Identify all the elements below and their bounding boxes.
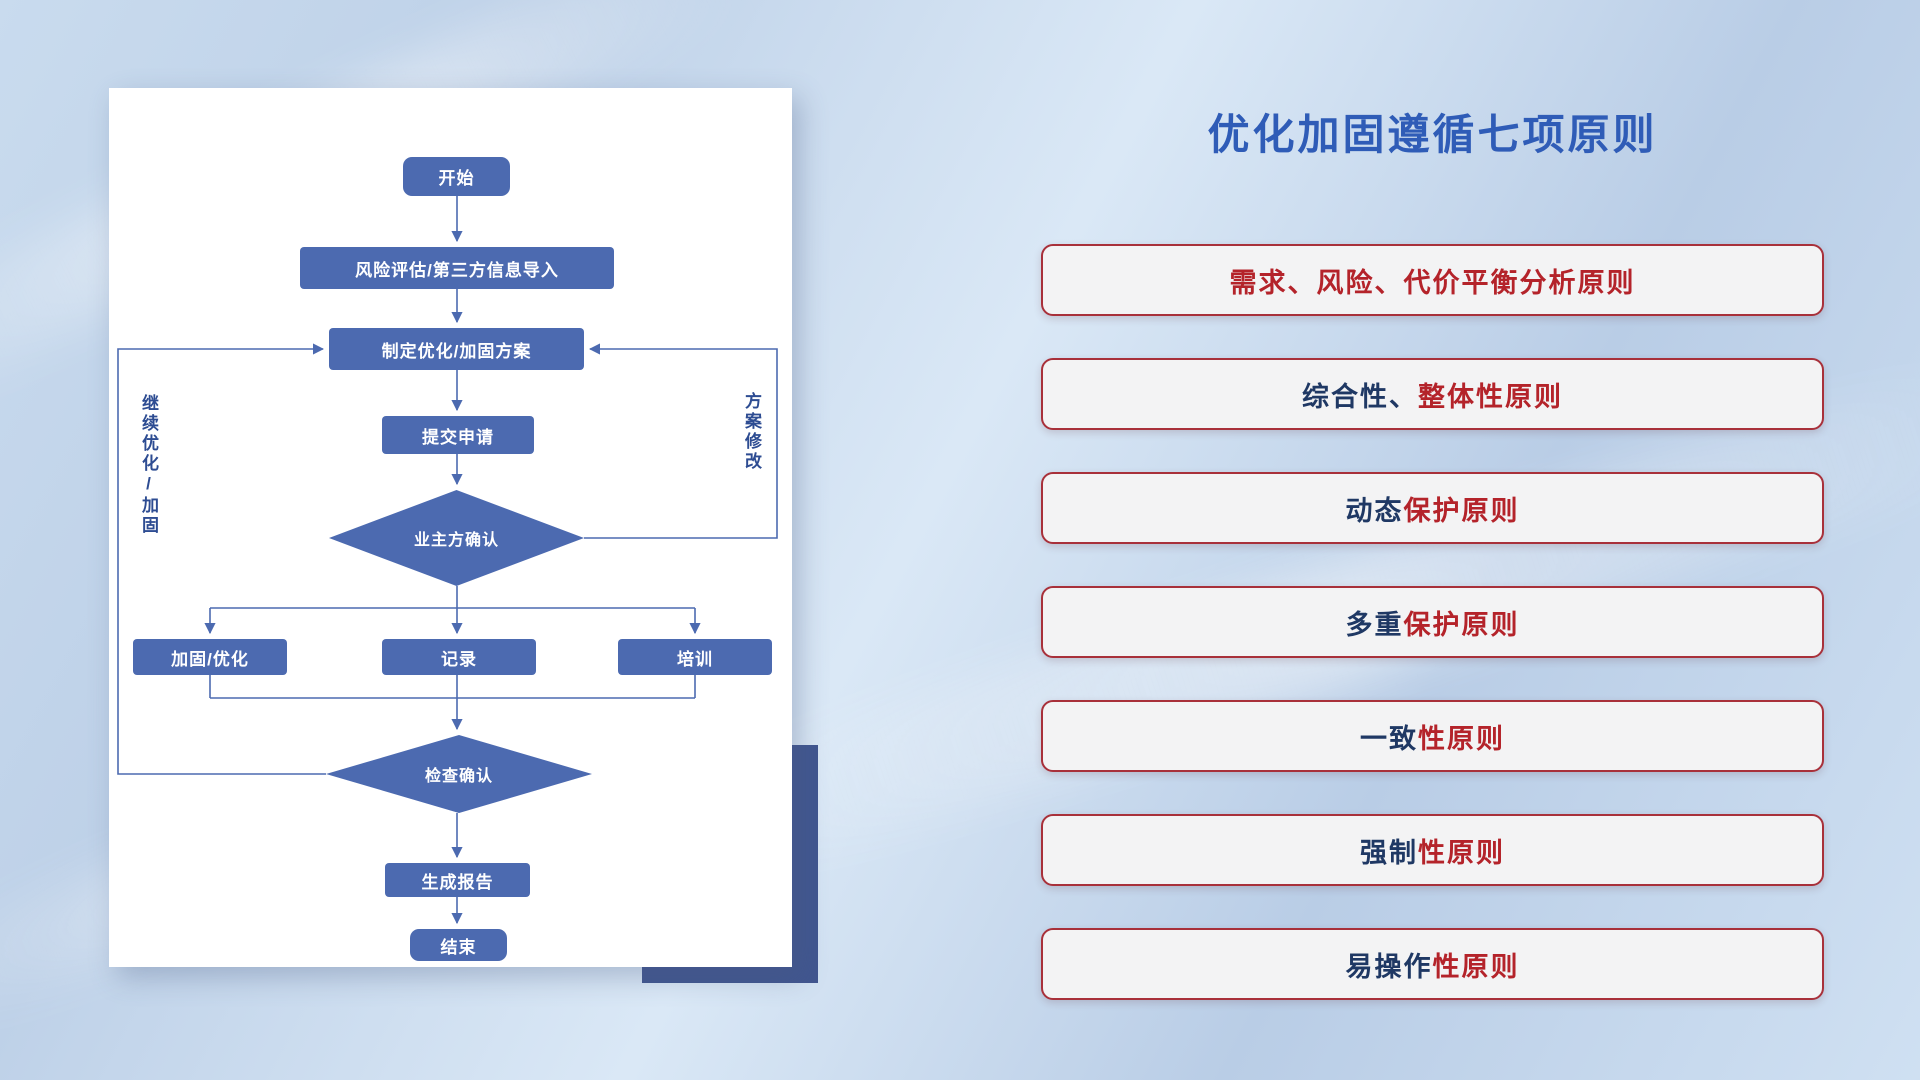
principle-text-segment: 一致 [1360,723,1418,754]
principle-item: 综合性、整体性原则 [1041,358,1824,430]
flow-node-start: 开始 [403,157,510,196]
principle-text-segment: 性原则 [1418,837,1505,868]
principles-list: 需求、风险、代价平衡分析原则综合性、整体性原则动态保护原则多重保护原则一致性原则… [1041,244,1824,1000]
flow-node-submit: 提交申请 [382,416,534,454]
principle-text-segment: 整体性原则 [1418,381,1563,412]
flow-node-end: 结束 [410,929,507,961]
principle-item: 强制性原则 [1041,814,1824,886]
principle-text-segment: 性原则 [1432,951,1520,982]
flow-node-training: 培训 [618,639,772,675]
flow-connectors [117,196,778,925]
principle-text-segment: 强制 [1360,837,1418,868]
principles-panel: 优化加固遵循七项原则 需求、风险、代价平衡分析原则综合性、整体性原则动态保护原则… [1041,112,1824,1000]
principle-text-segment: 动态 [1345,495,1404,526]
principle-item: 一致性原则 [1041,700,1824,772]
principle-text-segment: 易操作 [1345,951,1433,982]
principle-item: 需求、风险、代价平衡分析原则 [1041,244,1824,316]
flow-node-report: 生成报告 [385,863,530,897]
principle-item: 动态保护原则 [1041,472,1824,544]
flow-label-plan-revision: 方案修改 [742,392,761,472]
principle-item: 多重保护原则 [1041,586,1824,658]
flow-node-record: 记录 [382,639,536,675]
principle-item: 易操作性原则 [1041,928,1824,1000]
principle-text-segment: 多重 [1345,609,1404,640]
principle-text-segment: 综合性、 [1302,381,1418,412]
principle-text-segment: 保护原则 [1403,495,1520,526]
flow-node-risk-import: 风险评估/第三方信息导入 [300,247,614,289]
flow-node-make-plan: 制定优化/加固方案 [329,328,584,370]
flowchart-card: 开始 风险评估/第三方信息导入 制定优化/加固方案 提交申请 业主方确认 加固/… [109,88,792,967]
principle-text-segment: 性原则 [1418,723,1505,754]
flow-label-continue-loop: 继续优化/加固 [139,394,158,536]
principle-text-segment: 保护原则 [1403,609,1520,640]
flow-node-harden: 加固/优化 [133,639,287,675]
page-title: 优化加固遵循七项原则 [1207,111,1658,158]
principle-text-segment: 需求、风险、代价平衡分析原则 [1229,267,1636,298]
